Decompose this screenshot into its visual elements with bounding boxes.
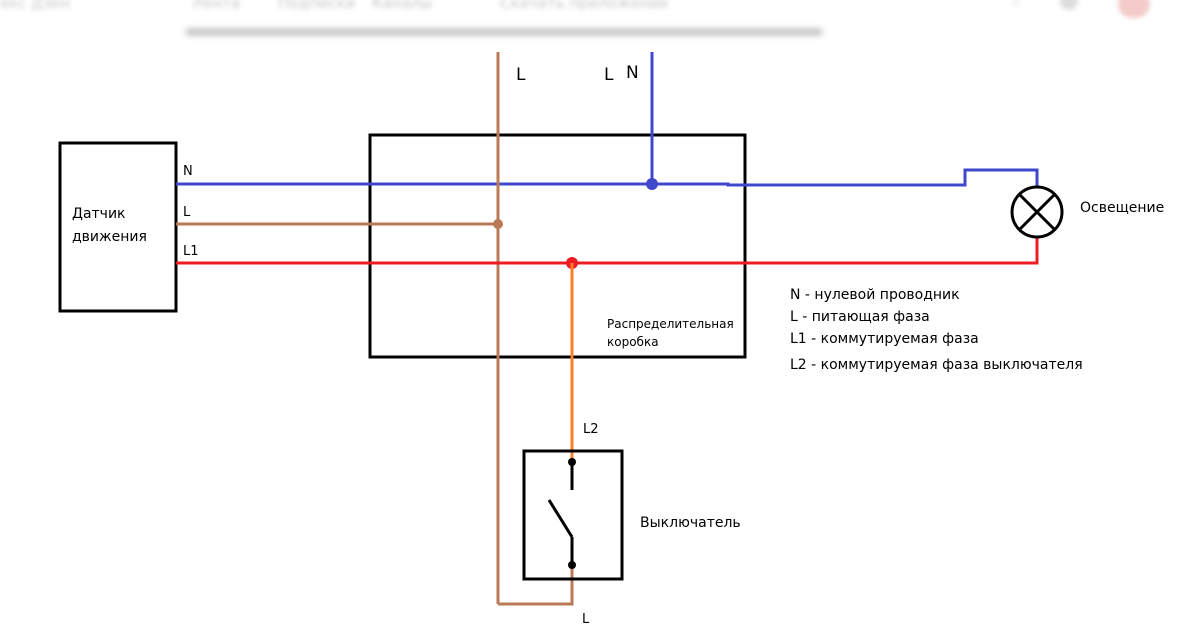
site-logo[interactable]: екс Дзен	[0, 0, 71, 12]
sensor-label-line1: Датчик	[72, 206, 126, 222]
l2-label: L2	[583, 422, 599, 437]
avatar[interactable]	[1118, 0, 1150, 18]
blurred-top-bar: екс Дзен Лента Подписки Каналы Скачать п…	[0, 0, 1200, 18]
neutral-junction-dot	[646, 178, 658, 190]
blurred-article-title	[186, 28, 822, 36]
wire-l-top-label: L	[516, 65, 526, 85]
neutral-wire	[176, 168, 1039, 187]
switch-terminal-bottom	[568, 561, 576, 569]
legend-l2: L2 - коммутируемая фаза выключателя	[790, 357, 1083, 373]
motion-sensor-box	[58, 141, 178, 313]
switch-terminal-top	[568, 458, 576, 466]
switched-phase-wire	[176, 237, 1039, 265]
legend-l: L - питающая фаза	[790, 309, 930, 325]
phase-to-switch-wire	[498, 565, 574, 606]
legend-l1: L1 - коммутируемая фаза	[790, 331, 979, 347]
bottom-l-label: L	[582, 612, 590, 627]
junction-box-label-line2: коробка	[607, 335, 659, 349]
search-icon[interactable]: ⌕	[1012, 0, 1021, 10]
tab-feed[interactable]: Лента	[192, 0, 241, 12]
notification-icon[interactable]	[1060, 0, 1078, 10]
junction-box-label-line1: Распределительная	[607, 317, 734, 331]
phase-junction-dot	[493, 219, 503, 229]
lamp-label: Освещение	[1080, 200, 1164, 216]
tab-download-app[interactable]: Скачать приложение	[500, 0, 669, 12]
sensor-label-line2: движения	[72, 229, 147, 245]
sensor-l-label: L	[183, 205, 191, 220]
wire-n-top-label: N	[626, 63, 639, 83]
switch-box	[522, 449, 624, 581]
sensor-n-label: N	[183, 164, 193, 179]
tab-channels[interactable]: Каналы	[372, 0, 433, 12]
switch-label: Выключатель	[640, 515, 741, 531]
wire-l-top-label-2: L	[604, 65, 614, 85]
junction-box	[368, 133, 747, 359]
legend-n: N - нулевой проводник	[790, 287, 960, 303]
sensor-l1-label: L1	[183, 244, 199, 259]
tab-subscriptions[interactable]: Подписки	[278, 0, 356, 12]
